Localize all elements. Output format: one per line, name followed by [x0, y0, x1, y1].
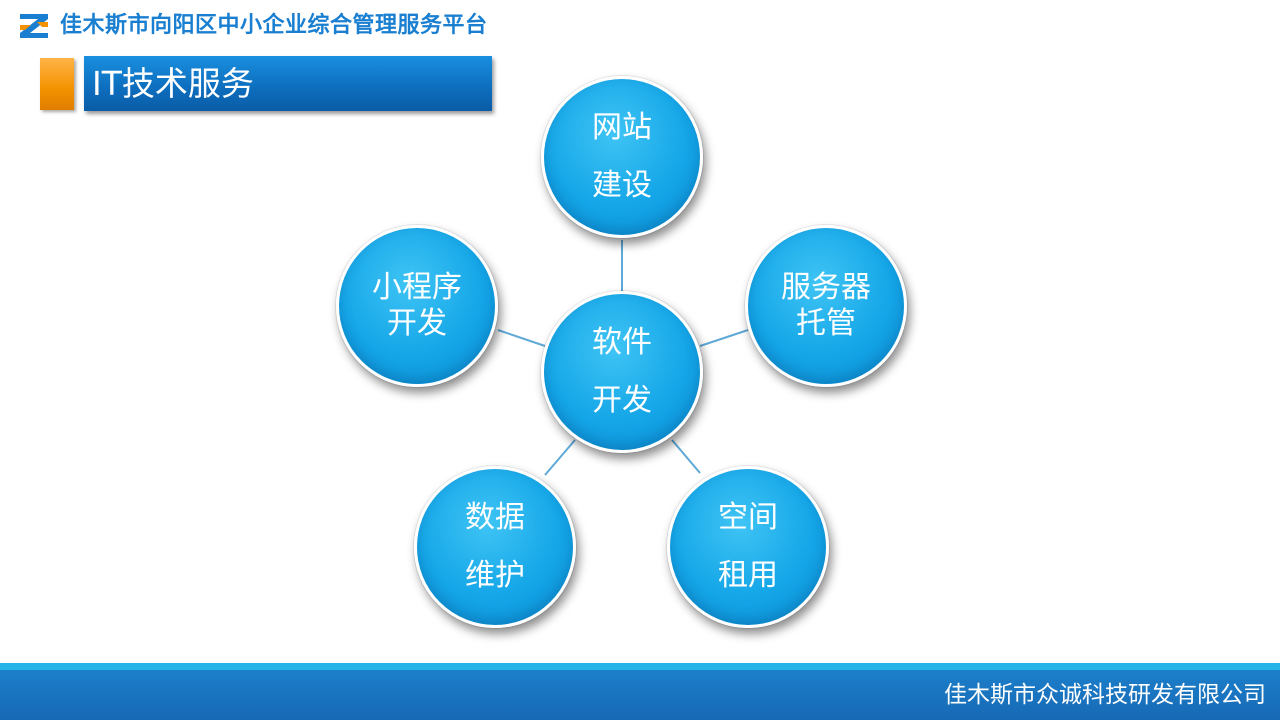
section-title: IT技术服务: [92, 64, 254, 103]
connector-data: [544, 439, 576, 476]
node-server-line2: 托管: [796, 306, 856, 341]
node-website-line1: 网站: [592, 110, 652, 145]
node-data-line1: 数据: [465, 500, 525, 535]
node-data-line2: 维护: [465, 558, 525, 593]
company-name: 佳木斯市众诚科技研发有限公司: [944, 682, 1266, 708]
node-space: 空间 租用: [667, 466, 829, 628]
section-marker: [40, 58, 74, 110]
node-website: 网站 建设: [541, 76, 703, 238]
connector-server: [699, 329, 749, 347]
node-space-line2: 租用: [718, 558, 778, 593]
node-center-line2: 开发: [592, 383, 652, 418]
node-data: 数据 维护: [414, 466, 576, 628]
node-server-line1: 服务器: [781, 270, 871, 305]
node-miniprogram: 小程序 开发: [336, 225, 498, 387]
node-center-software: 软件 开发: [541, 291, 703, 453]
connector-space: [671, 439, 701, 474]
node-server: 服务器 托管: [745, 225, 907, 387]
footer-stripe: [0, 663, 1280, 670]
z-logo-icon: [18, 11, 50, 41]
connector-miniprogram: [497, 329, 546, 347]
node-miniprogram-line2: 开发: [387, 306, 447, 341]
platform-title: 佳木斯市向阳区中小企业综合管理服务平台: [60, 13, 488, 38]
node-miniprogram-line1: 小程序: [372, 270, 462, 305]
node-center-line1: 软件: [592, 325, 652, 360]
section-title-bar: [84, 56, 492, 111]
footer-bar: [0, 670, 1280, 720]
node-space-line1: 空间: [718, 500, 778, 535]
node-website-line2: 建设: [592, 168, 652, 203]
